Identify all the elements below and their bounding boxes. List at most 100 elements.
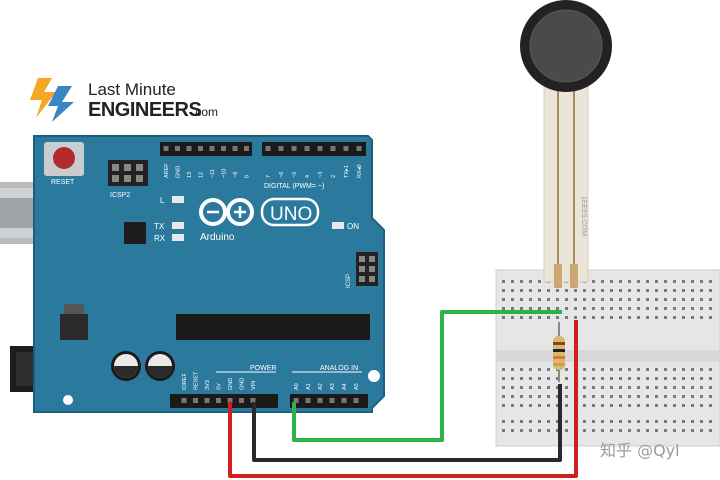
breadboard-hole	[691, 280, 694, 283]
breadboard-hole	[538, 386, 541, 389]
model-label: UNO	[270, 204, 312, 225]
breadboard-hole	[556, 307, 559, 310]
breadboard-hole	[520, 280, 523, 283]
breadboard-hole	[655, 280, 658, 283]
breadboard-hole	[655, 429, 658, 432]
breadboard-hole	[709, 429, 712, 432]
power-header	[170, 394, 278, 408]
breadboard-hole	[511, 289, 514, 292]
wire-black-gnd	[252, 384, 562, 462]
breadboard-hole	[511, 404, 514, 407]
breadboard-hole	[628, 289, 631, 292]
breadboard-hole	[673, 307, 676, 310]
pin-label: VIN	[251, 381, 257, 390]
sensor-label: 1EEE5.COM	[580, 196, 587, 236]
breadboard-hole	[610, 377, 613, 380]
breadboard-hole	[529, 368, 532, 371]
breadboard-hole	[610, 386, 613, 389]
led-tx-label: TX	[154, 222, 165, 231]
pin-label: A4	[342, 383, 348, 390]
pin-label: A5	[354, 383, 360, 390]
breadboard-hole	[610, 289, 613, 292]
breadboard-hole	[673, 386, 676, 389]
header-pin	[317, 146, 323, 151]
breadboard-hole	[520, 307, 523, 310]
breadboard-hole	[520, 420, 523, 423]
breadboard-hole	[655, 316, 658, 319]
breadboard-hole	[583, 429, 586, 432]
breadboard-hole	[520, 429, 523, 432]
breadboard-hole	[529, 386, 532, 389]
pin-label: 4	[305, 175, 311, 178]
breadboard-hole	[655, 377, 658, 380]
breadboard-hole	[529, 420, 532, 423]
breadboard-hole	[601, 386, 604, 389]
pin-label: A2	[318, 383, 324, 390]
breadboard-hole	[682, 289, 685, 292]
breadboard-hole	[709, 395, 712, 398]
breadboard-hole	[619, 298, 622, 301]
breadboard-hole	[655, 386, 658, 389]
breadboard-hole	[547, 404, 550, 407]
uno-badge: UNO	[260, 197, 320, 227]
breadboard-hole	[664, 404, 667, 407]
breadboard-hole	[664, 377, 667, 380]
digital-label: DIGITAL (PWM= ~)	[264, 183, 324, 190]
analog-header	[290, 394, 368, 408]
breadboard-hole	[511, 298, 514, 301]
breadboard-hole	[646, 307, 649, 310]
pin-label: 12	[199, 172, 205, 178]
breadboard-hole	[664, 280, 667, 283]
breadboard-hole	[646, 404, 649, 407]
breadboard-hole	[583, 298, 586, 301]
logo-line1: Last Minute	[88, 80, 176, 99]
breadboard-hole	[655, 289, 658, 292]
breadboard-hole	[709, 404, 712, 407]
breadboard-hole	[565, 429, 568, 432]
breadboard-hole	[592, 298, 595, 301]
header-pin	[163, 146, 169, 151]
pin-label: RESET	[194, 371, 200, 390]
breadboard-hole	[619, 404, 622, 407]
breadboard-hole	[502, 307, 505, 310]
breadboard-hole	[682, 420, 685, 423]
breadboard-hole	[583, 316, 586, 319]
breadboard-hole	[619, 420, 622, 423]
reset-label: RESET	[51, 179, 75, 186]
breadboard-hole	[592, 316, 595, 319]
breadboard-hole	[646, 368, 649, 371]
breadboard-hole	[628, 280, 631, 283]
pin-label: ~6	[279, 172, 285, 178]
breadboard-hole	[520, 316, 523, 319]
capacitor-2	[145, 351, 175, 381]
breadboard-hole	[502, 404, 505, 407]
breadboard-hole	[511, 386, 514, 389]
breadboard-hole	[529, 289, 532, 292]
power-label: POWER	[250, 365, 276, 372]
breadboard-hole	[664, 316, 667, 319]
breadboard-hole	[646, 386, 649, 389]
breadboard-hole	[574, 289, 577, 292]
breadboard-hole	[556, 429, 559, 432]
breadboard-hole	[520, 404, 523, 407]
breadboard-hole	[691, 368, 694, 371]
breadboard-hole	[556, 298, 559, 301]
breadboard-hole	[538, 280, 541, 283]
breadboard-hole	[565, 316, 568, 319]
breadboard-hole	[673, 280, 676, 283]
breadboard-hole	[592, 420, 595, 423]
header-pin	[232, 146, 238, 151]
header-pin	[329, 398, 335, 403]
breadboard-hole	[601, 377, 604, 380]
header-pin	[343, 146, 349, 151]
breadboard-hole	[655, 368, 658, 371]
breadboard-hole	[655, 404, 658, 407]
led-tx	[172, 222, 184, 229]
breadboard-hole	[502, 395, 505, 398]
breadboard-hole	[709, 316, 712, 319]
breadboard-hole	[565, 404, 568, 407]
breadboard-hole	[574, 298, 577, 301]
breadboard-hole	[655, 395, 658, 398]
